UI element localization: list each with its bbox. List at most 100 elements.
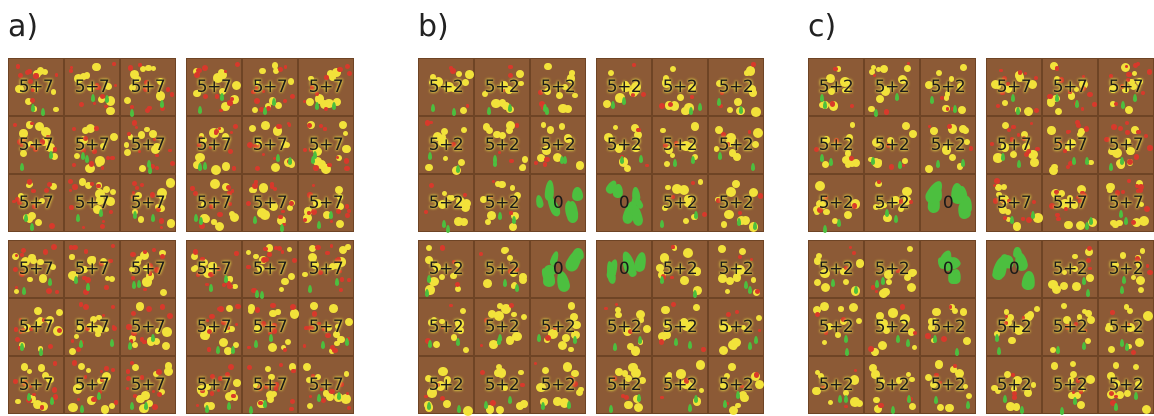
- flower-mark: [34, 319, 43, 327]
- flower-mark: [881, 287, 890, 297]
- foliage-mark: [259, 290, 264, 299]
- flower-mark: [1079, 79, 1089, 89]
- flower-mark: [225, 325, 231, 331]
- flower-mark: [1126, 322, 1130, 326]
- foliage-mark: [442, 220, 447, 229]
- flower-mark: [510, 282, 517, 289]
- flower-mark: [850, 104, 855, 109]
- flower-mark: [235, 62, 241, 68]
- flower-mark: [152, 248, 157, 253]
- foliage-mark: [231, 345, 236, 354]
- flower-mark: [725, 142, 731, 147]
- flower-mark: [909, 376, 916, 383]
- plot-cell: 5+7: [1042, 58, 1098, 116]
- flower-mark: [999, 68, 1003, 73]
- plot-cell-label: 5+2: [484, 259, 520, 279]
- flower-mark: [902, 186, 912, 197]
- flower-mark: [575, 388, 583, 396]
- plot-cell-label: 5+7: [1108, 77, 1144, 97]
- foliage-mark: [508, 396, 513, 405]
- flower-mark: [102, 372, 112, 382]
- foliage-mark: [328, 211, 333, 220]
- flower-mark: [544, 156, 551, 163]
- flower-mark: [913, 330, 918, 335]
- flower-mark: [196, 142, 201, 147]
- flower-mark: [656, 264, 664, 272]
- flower-mark: [891, 196, 900, 205]
- plot-cell-label: 5+2: [818, 193, 854, 213]
- flower-mark: [1110, 400, 1116, 407]
- flower-mark: [302, 363, 311, 372]
- flower-mark: [539, 155, 545, 161]
- plot-cell-label: 5+7: [252, 259, 288, 279]
- flower-mark: [312, 183, 316, 188]
- flower-mark: [46, 134, 50, 139]
- flower-mark: [438, 137, 449, 148]
- flower-mark: [306, 123, 312, 128]
- plot-cell: 5+2: [808, 116, 864, 174]
- plot-cell: 5+2: [652, 356, 708, 414]
- flower-mark: [534, 161, 539, 166]
- flower-mark: [1047, 126, 1056, 135]
- foliage-mark: [311, 155, 316, 164]
- flower-mark: [70, 339, 74, 343]
- flower-mark: [507, 64, 513, 70]
- flower-mark: [995, 191, 1002, 198]
- flower-mark: [129, 105, 134, 110]
- flower-mark: [68, 178, 74, 184]
- flower-mark: [963, 336, 972, 346]
- flower-mark: [1088, 266, 1092, 271]
- plot-cell-label: 5+2: [930, 317, 966, 337]
- flower-mark: [659, 127, 666, 134]
- foliage-mark: [965, 401, 970, 410]
- flower-mark: [1003, 215, 1008, 220]
- foliage-mark: [717, 152, 722, 161]
- flower-mark: [209, 373, 215, 379]
- flower-mark: [129, 360, 135, 365]
- flower-mark: [130, 69, 139, 79]
- flower-mark: [39, 197, 46, 205]
- flower-mark: [1065, 164, 1071, 170]
- flower-mark: [631, 368, 641, 379]
- flower-mark: [156, 77, 164, 85]
- flower-mark: [932, 317, 938, 323]
- plot-cell-label: 5+7: [130, 317, 166, 337]
- plot-cell: 5+7: [120, 116, 176, 175]
- foliage-mark: [31, 103, 36, 112]
- foliage-mark: [891, 405, 895, 414]
- flower-mark: [214, 94, 220, 99]
- flower-mark: [199, 132, 205, 138]
- flower-mark: [73, 74, 83, 84]
- flower-mark: [151, 65, 157, 71]
- flower-mark: [302, 99, 307, 104]
- flower-mark: [461, 202, 471, 213]
- flower-mark: [1104, 136, 1110, 143]
- flower-mark: [738, 247, 746, 255]
- flower-mark: [662, 331, 671, 340]
- flower-mark: [137, 216, 145, 223]
- flower-mark: [1014, 325, 1025, 336]
- flower-mark: [621, 370, 629, 377]
- flower-mark: [887, 136, 895, 145]
- plot-cell-label: 5+2: [874, 375, 910, 395]
- flower-mark: [1009, 137, 1015, 143]
- flower-mark: [227, 100, 233, 107]
- flower-mark: [839, 268, 847, 275]
- flower-mark: [333, 331, 341, 338]
- flower-mark: [131, 363, 140, 372]
- plot-cell: 5+2: [1098, 240, 1154, 298]
- plot-cell: 5+2: [530, 116, 586, 174]
- flower-mark: [871, 158, 880, 167]
- flower-mark: [336, 335, 345, 344]
- flower-mark: [209, 390, 215, 396]
- plot-cell-label: 5+7: [74, 77, 110, 97]
- flower-mark: [126, 324, 132, 330]
- flower-mark: [320, 163, 331, 174]
- flower-mark: [728, 148, 737, 157]
- plot-cell: 5+2: [418, 58, 474, 117]
- foliage-mark: [193, 214, 198, 223]
- flower-mark: [721, 324, 729, 331]
- flower-mark: [167, 148, 172, 153]
- flower-mark: [737, 254, 742, 259]
- flower-mark: [1077, 400, 1086, 409]
